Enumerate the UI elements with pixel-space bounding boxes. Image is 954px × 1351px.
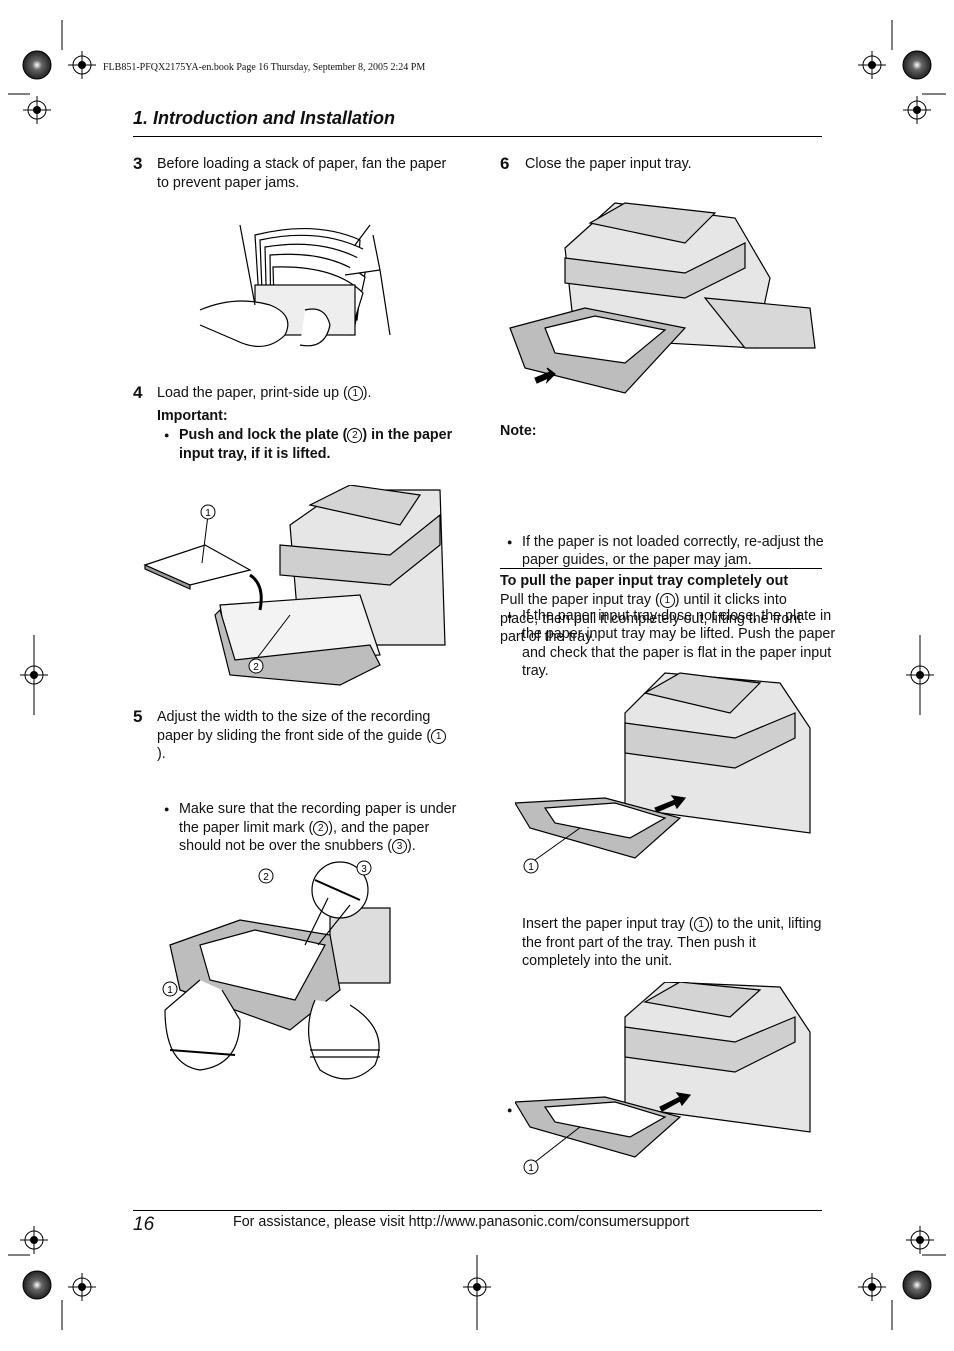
step-4-text: Load the paper, print-side up (1). xyxy=(157,384,447,403)
callout-marker: 1 xyxy=(431,728,447,744)
assistance-link[interactable]: For assistance, please visit http://www.… xyxy=(233,1214,690,1230)
adjust-guide-illustration: 2 3 1 3 xyxy=(162,860,391,1080)
step-5-number: 5 xyxy=(133,707,143,726)
important-bullet: Push and lock the plate (2) in the paper… xyxy=(157,426,459,463)
callout-1: 1 xyxy=(528,1163,534,1174)
insert-text: Insert the paper input tray (1) to the u… xyxy=(522,915,822,971)
step-5-text: Adjust the width to the size of the reco… xyxy=(157,708,452,764)
important-bullet-before: Push and lock the plate ( xyxy=(179,427,348,443)
callout-1: 1 xyxy=(167,985,173,996)
step-6-number: 6 xyxy=(500,154,510,173)
step-6-text: Close the paper input tray. xyxy=(525,156,692,172)
important-bullet-after: ) in the paper input tray, if it is lift… xyxy=(179,427,453,462)
step-5-text-before: Adjust the width to the size of the reco… xyxy=(157,709,432,744)
callout-3: 3 xyxy=(361,864,367,875)
important-label: Important: xyxy=(157,408,228,424)
note-label: Note: xyxy=(500,423,537,439)
fan-paper-illustration xyxy=(199,224,391,347)
step-5-bullet: Make sure that the recording paper is un… xyxy=(157,800,469,856)
page-number: 16 xyxy=(133,1214,155,1235)
callout-marker: 2 xyxy=(347,428,363,443)
callout-1: 1 xyxy=(205,508,211,519)
step-4-number: 4 xyxy=(133,383,143,402)
step-3-number: 3 xyxy=(133,154,143,173)
callout-2: 2 xyxy=(263,872,269,883)
footer-rule xyxy=(133,1210,822,1211)
note-bullet-1: If the paper is not loaded correctly, re… xyxy=(500,533,844,570)
pull-text-after: ) until it clicks into place, then pull … xyxy=(500,592,802,645)
step-5-bullet-part-3: ). xyxy=(407,838,416,854)
callout-marker: 1 xyxy=(693,917,709,932)
close-tray-illustration xyxy=(509,202,816,394)
step-5-bullet-part-1: Make sure that the recording paper is un… xyxy=(179,801,457,836)
pull-text: Pull the paper input tray (1) until it c… xyxy=(500,591,822,647)
pull-text-before: Pull the paper input tray ( xyxy=(500,592,660,608)
callout-2: 2 xyxy=(253,662,259,673)
pull-tray-illustration: 1 xyxy=(515,672,811,874)
pull-heading: To pull the paper input tray completely … xyxy=(500,573,789,589)
callout-marker: 3 xyxy=(392,839,408,854)
callout-marker: 2 xyxy=(313,820,329,836)
step-5-text-after: ). xyxy=(157,746,166,762)
section-rule xyxy=(500,568,822,569)
insert-text-after: ) to the unit, lifting the front part of… xyxy=(522,916,822,969)
load-paper-illustration: 1 2 xyxy=(143,485,446,686)
insert-text-before: Insert the paper input tray ( xyxy=(522,916,694,932)
callout-1: 1 xyxy=(528,862,534,873)
insert-tray-illustration: 1 xyxy=(515,982,811,1175)
header-rule xyxy=(133,136,822,137)
step-4-text-before: Load the paper, print-side up ( xyxy=(157,385,348,401)
note-bullet-2: If the paper input tray dose not close, … xyxy=(500,607,844,681)
step-5-bullet-part-2: ), and the paper should not be over the … xyxy=(179,819,430,855)
section-title: 1. Introduction and Installation xyxy=(133,108,396,128)
step-4-text-after: ). xyxy=(362,385,372,401)
callout-marker: 1 xyxy=(659,593,675,608)
book-info: FLB851-PFQX2175YA-en.book Page 16 Thursd… xyxy=(103,62,426,73)
step-3-text: Before loading a stack of paper, fan the… xyxy=(157,156,447,191)
callout-marker: 1 xyxy=(347,386,363,401)
